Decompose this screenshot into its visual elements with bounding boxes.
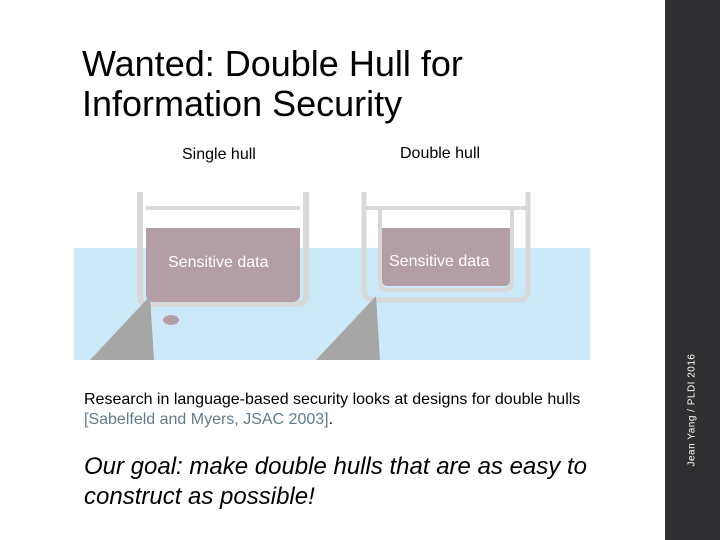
research-citation: [Sabelfeld and Myers, JSAC 2003] bbox=[84, 411, 329, 428]
double-hull: Sensitive data bbox=[316, 192, 528, 360]
single-hull: Sensitive data bbox=[90, 192, 306, 360]
double-sensitive-data-label: Sensitive data bbox=[389, 253, 490, 270]
research-text: Research in language-based security look… bbox=[84, 391, 580, 408]
leak-blob bbox=[163, 315, 179, 325]
single-sensitive-data-label: Sensitive data bbox=[168, 254, 269, 271]
goal-statement: Our goal: make double hulls that are as … bbox=[84, 452, 604, 512]
rock-double bbox=[316, 296, 380, 360]
rock-single bbox=[90, 296, 154, 360]
research-paragraph: Research in language-based security look… bbox=[84, 390, 624, 430]
research-period: . bbox=[329, 411, 333, 428]
